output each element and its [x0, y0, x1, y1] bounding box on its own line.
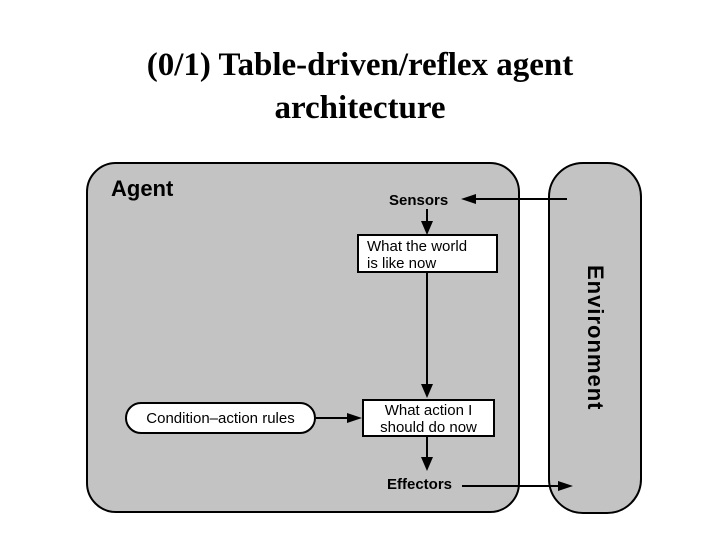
- arrow-line: [462, 485, 559, 487]
- action-choice-line1: What action I: [384, 402, 473, 419]
- arrow-head: [461, 194, 476, 204]
- world-state-line1: What the world: [367, 238, 468, 255]
- world-state-line2: is like now: [367, 255, 437, 272]
- arrow-line: [474, 198, 567, 200]
- arrow-line: [426, 209, 428, 222]
- slide-title-line2: architecture: [274, 90, 446, 126]
- action-choice-box: What action I should do now: [362, 399, 495, 437]
- arrow-line: [426, 272, 428, 385]
- arrow-head: [421, 384, 433, 398]
- condition-action-rules-label: Condition–action rules: [146, 409, 295, 427]
- arrow-line: [426, 437, 428, 458]
- arrow-head: [421, 221, 433, 235]
- environment-container: [548, 162, 642, 514]
- environment-label-wrap: Environment: [548, 162, 642, 514]
- action-choice-line2: should do now: [380, 419, 477, 436]
- sensors-label: Sensors: [389, 192, 449, 209]
- condition-action-rules-pill: Condition–action rules: [125, 402, 316, 434]
- world-state-box: What the world is like now: [357, 234, 498, 273]
- environment-label: Environment: [583, 265, 608, 411]
- arrow-head: [558, 481, 573, 491]
- arrow-head: [347, 413, 362, 423]
- arrow-head: [421, 457, 433, 471]
- agent-container: [86, 162, 520, 513]
- agent-label: Agent: [111, 176, 174, 201]
- slide-title: (0/1) Table-driven/reflex agent architec…: [0, 44, 720, 130]
- arrow-line: [316, 417, 348, 419]
- effectors-label: Effectors: [387, 476, 453, 493]
- slide-title-line1: (0/1) Table-driven/reflex agent: [146, 47, 574, 83]
